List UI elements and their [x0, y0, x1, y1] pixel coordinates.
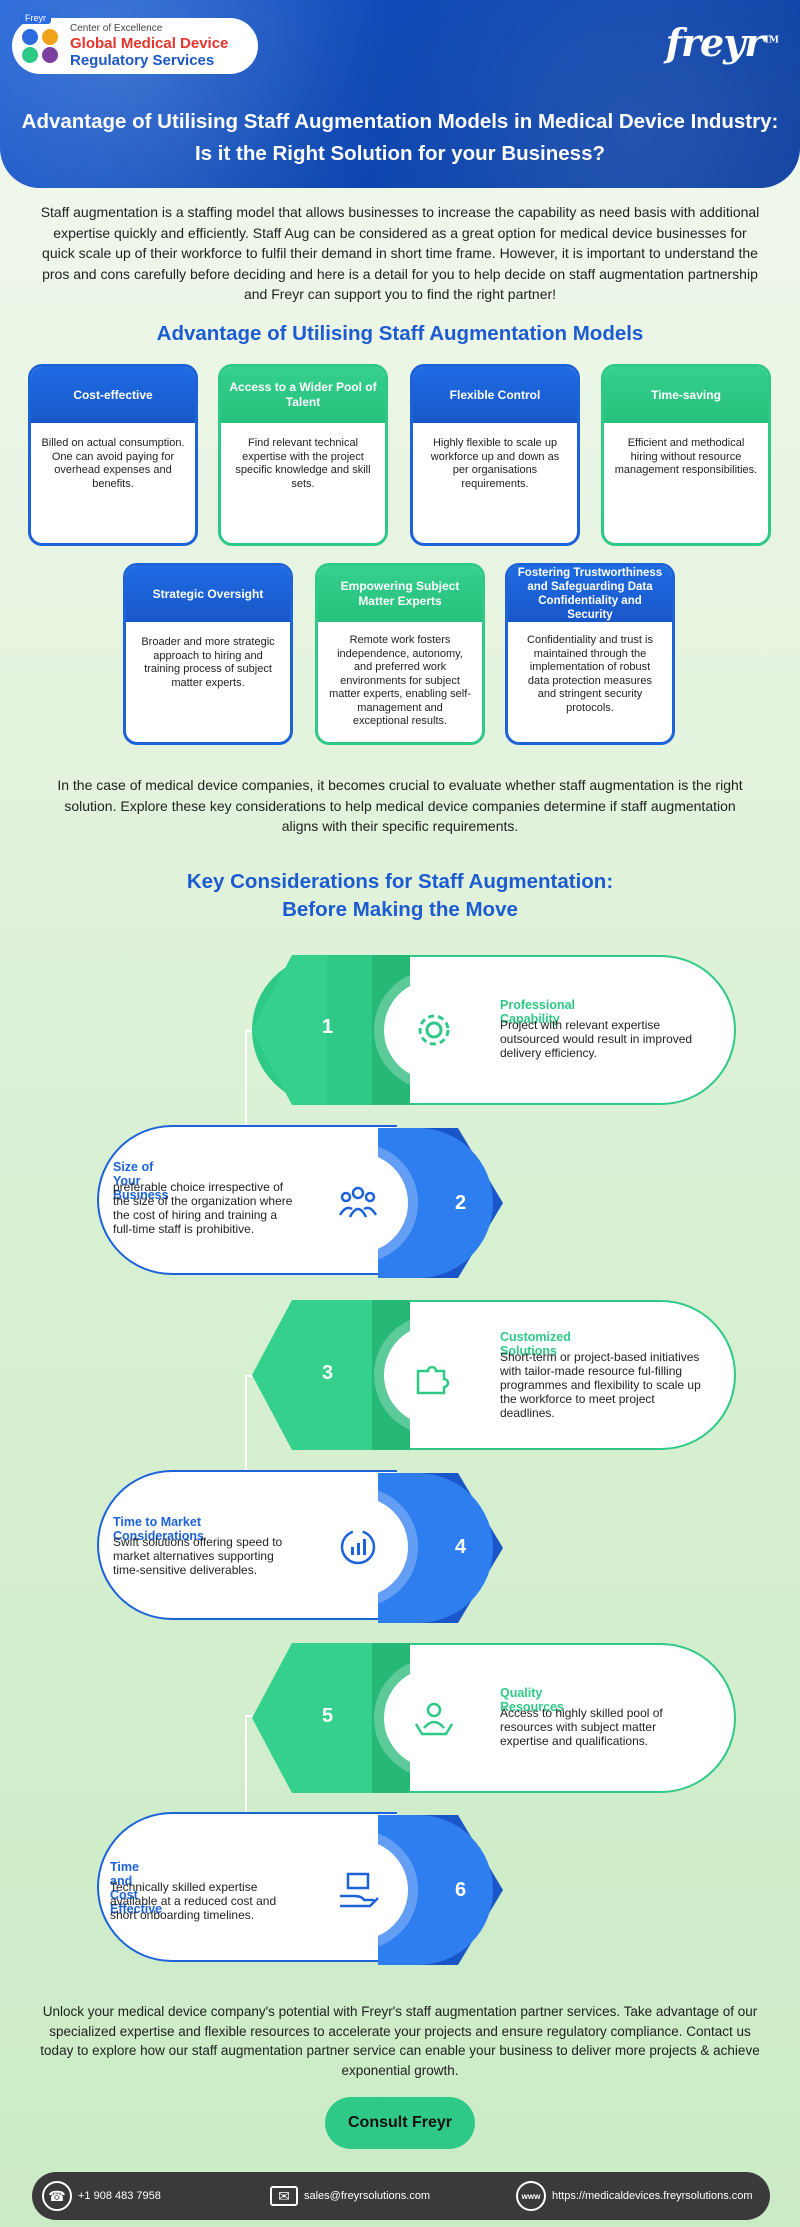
footer-website[interactable]: www https://medicaldevices.freyrsolution… — [516, 2172, 753, 2220]
advantage-card-text: Broader and more strategic approach to h… — [141, 636, 275, 689]
step-text: Access to highly skilled pool of resourc… — [500, 1706, 663, 1748]
freyr-badge: Freyr — [20, 12, 51, 24]
globe-icon: www — [516, 2181, 546, 2211]
advantage-card-title: Access to a Wider Pool of Talent — [221, 367, 385, 423]
brand-name: freyr — [665, 20, 765, 65]
step-text: preferable choice irrespective of the si… — [113, 1180, 293, 1236]
advantage-card-title: Empowering Subject Matter Experts — [318, 566, 482, 622]
page-title: Advantage of Utilising Staff Augmentatio… — [21, 110, 779, 165]
advantage-card-flexible-control: Flexible Control Highly flexible to scal… — [410, 364, 580, 546]
step-title: Time to Market Considerations — [113, 1515, 204, 1543]
coe-label: Center of Excellence — [70, 23, 163, 34]
advantage-card-talent-pool: Access to a Wider Pool of Talent Find re… — [218, 364, 388, 546]
website-url: https://medicaldevices.freyrsolutions.co… — [552, 2190, 753, 2202]
step-chevron — [378, 1128, 503, 1278]
phone-icon: ☎ — [42, 2181, 72, 2211]
step-content-pill — [410, 955, 736, 1105]
chart-icon — [308, 1497, 408, 1597]
considerations-intro-paragraph: In the case of medical device companies,… — [57, 777, 743, 834]
advantage-card-strategic-oversight: Strategic Oversight Broader and more str… — [123, 563, 293, 745]
contact-footer: ☎ +1 908 483 7958 ✉ sales@freyrsolutions… — [32, 2172, 770, 2220]
step-text: Project with relevant expertise outsourc… — [500, 1018, 693, 1060]
step-text: Short-term or project-based initiatives … — [500, 1350, 701, 1420]
puzzle-icon — [384, 1325, 484, 1425]
step-chevron — [378, 1473, 503, 1623]
closing-paragraph: Unlock your medical device company's pot… — [40, 2004, 760, 2078]
advantage-card-text: Highly flexible to scale up workforce up… — [430, 437, 560, 490]
step-number: 6 — [455, 1879, 467, 1901]
advantage-card-text: Confidentiality and trust is maintained … — [527, 634, 653, 714]
step-number: 4 — [455, 1536, 467, 1558]
footer-email[interactable]: ✉ sales@freyrsolutions.com — [270, 2172, 430, 2220]
freyr-brand-logo: freyrTM — [665, 20, 779, 65]
advantage-card-title: Time-saving — [604, 367, 768, 423]
advantage-card-text: Efficient and methodical hiring without … — [614, 437, 758, 476]
advantage-card-empowering-smes: Empowering Subject Matter Experts Remote… — [315, 563, 485, 745]
considerations-heading: Key Considerations for Staff Augmentatio… — [0, 868, 800, 924]
step-number: 1 — [322, 1016, 334, 1038]
step-chevron — [378, 1815, 503, 1965]
email-address: sales@freyrsolutions.com — [304, 2190, 431, 2202]
coe-emblem-icon — [20, 25, 62, 67]
step-title: Professional Capability — [500, 998, 576, 1026]
advantage-card-title: Fostering Trustworthiness and Safeguardi… — [508, 566, 672, 622]
intro-paragraph: Staff augmentation is a staffing model t… — [40, 204, 760, 302]
advantage-card-title: Strategic Oversight — [126, 566, 290, 622]
step-title: Time and Cost Effective — [110, 1860, 163, 1916]
step-text: Swift solutions offering speed to market… — [113, 1535, 283, 1577]
coe-logo: Freyr Center of Excellence Global Medica… — [12, 12, 258, 74]
advantage-card-text: Billed on actual consumption. One can av… — [41, 437, 185, 490]
advantage-card-data-security: Fostering Trustworthiness and Safeguardi… — [505, 563, 675, 745]
advantage-card-time-saving: Time-saving Efficient and methodical hir… — [601, 364, 771, 546]
gear-icon — [384, 980, 484, 1080]
step-text: Technically skilled expertise available … — [110, 1880, 277, 1922]
trademark-mark: TM — [763, 35, 779, 46]
team-icon — [308, 1153, 408, 1253]
email-icon: ✉ — [270, 2186, 298, 2206]
step-title: Customized Solutions — [500, 1330, 571, 1358]
phone-number: +1 908 483 7958 — [78, 2190, 161, 2202]
advantage-card-title: Flexible Control — [413, 367, 577, 423]
advantages-heading: Advantage of Utilising Staff Augmentatio… — [156, 322, 644, 345]
talent-icon — [384, 1668, 484, 1768]
coe-unit-line2: Regulatory Services — [70, 51, 215, 69]
step-title: Quality Resources — [500, 1686, 564, 1714]
step-number: 5 — [322, 1705, 334, 1727]
advantage-card-title: Cost-effective — [31, 367, 195, 423]
advantage-card-cost-effective: Cost-effective Billed on actual consumpt… — [28, 364, 198, 546]
coe-unit-line1: Global Medical Device — [70, 34, 229, 52]
advantage-card-text: Find relevant technical expertise with t… — [235, 437, 371, 490]
step-number: 2 — [455, 1192, 467, 1214]
considerations-heading-line1: Key Considerations for Staff Augmentatio… — [186, 870, 614, 893]
money-hand-icon — [308, 1840, 408, 1940]
advantage-card-text: Remote work fosters independence, autono… — [329, 634, 471, 727]
step-chevron — [252, 1300, 372, 1450]
coe-text: Center of Excellence Global Medical Devi… — [70, 23, 228, 69]
footer-phone[interactable]: ☎ +1 908 483 7958 — [42, 2172, 161, 2220]
header-banner: Freyr Center of Excellence Global Medica… — [0, 0, 800, 188]
step-chevron — [252, 1643, 372, 1793]
step-title: Size of Your Business — [113, 1160, 169, 1202]
considerations-heading-line2: Before Making the Move — [282, 898, 518, 921]
consult-freyr-button[interactable]: Consult Freyr — [325, 2097, 475, 2149]
step-chevron — [252, 955, 372, 1105]
step-number: 3 — [322, 1362, 334, 1384]
